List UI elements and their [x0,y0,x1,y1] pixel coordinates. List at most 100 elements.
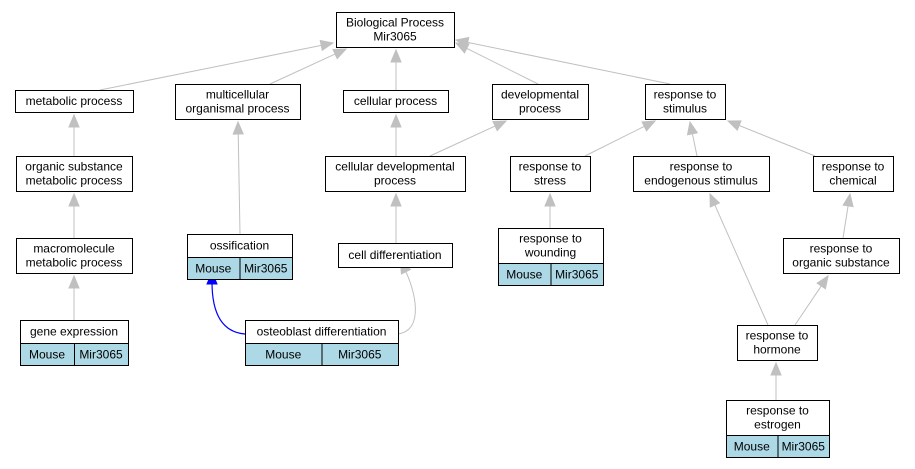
node-label-line: developmental [501,88,579,102]
arrow-head [641,120,657,132]
edge-response-to-wounding-to-response-to-stress [544,192,556,228]
edge-line [713,202,769,326]
edge-line [269,52,338,85]
edge-line [842,203,849,239]
node-label-line: wounding [524,246,576,260]
edge-osteoblast-differentiation-to-cell-differentiation [397,259,416,335]
node-label-line: response to [746,404,809,418]
node-cell [74,343,129,366]
node-box [343,90,449,113]
node-label-line: organic substance [792,256,890,270]
node-box [16,156,133,192]
node-label-line: ossification [210,239,269,253]
node-cell-label: Mouse [506,268,542,282]
node-box [633,156,770,192]
arrow-head [726,120,742,131]
edge-response-to-organic-substance-to-response-to-chemical [842,192,854,239]
node-box [726,400,830,436]
node-label-line: cell differentiation [348,248,441,262]
node-cell-label: Mir3065 [79,348,123,362]
node-metabolic-process[interactable]: metabolic process [15,90,134,113]
edge-response-to-endogenous-stimulus-to-response-to-stimulus [686,120,699,157]
node-box [498,228,604,264]
node-box [325,156,466,192]
edge-response-to-hormone-to-response-to-organic-substance [794,274,829,326]
edge-cell-differentiation-to-cellular-developmental-process [390,192,402,243]
node-label-line: stress [534,174,566,188]
node-label-line: response to [810,242,873,256]
node-box [510,156,591,192]
node-label-line: organic substance [25,160,123,174]
node-label-line: Biological Process [346,16,444,30]
edge-response-to-estrogen-to-response-to-hormone [770,361,782,400]
node-label-line: response to [746,329,809,343]
edge-cellular-developmental-process-to-cellular-process [390,113,402,156]
node-label-line: gene expression [30,325,118,339]
arrow-head [68,274,80,289]
edge-gene-expression-to-macromolecule-metabolic-process [68,274,80,320]
node-cell-label: Mir3065 [555,268,599,282]
edge-line [465,41,671,85]
edge-response-to-stress-to-response-to-stimulus [584,120,657,157]
node-label-line: macromolecule [33,242,115,256]
arrow-head [544,192,556,207]
node-cell-label: Mir3065 [338,348,382,362]
edge-ossification-to-multicellular-organismal-process [232,120,244,235]
edge-osteoblast-differentiation-to-ossification [206,270,246,335]
node-cellular-process[interactable]: cellular process [343,90,449,113]
edge-multicellular-organismal-process-to-biological-process [269,48,348,85]
edge-line [794,284,823,326]
node-label-line: response to [822,160,885,174]
edge-line [737,124,816,157]
node-box [16,238,133,274]
node-label-line: stimulus [663,102,707,116]
edge-line [99,44,324,91]
node-label-line: Mir3065 [373,30,417,44]
arrow-head [842,192,854,208]
edge-line [237,131,241,235]
node-label-line: endogenous stimulus [644,174,757,188]
node-box [338,243,453,268]
node-box [813,156,894,192]
edge-developmental-process-to-biological-process [454,42,539,85]
edge-line [211,281,246,335]
arrow-head [232,120,244,135]
node-label-line: multicellular [206,88,269,102]
node-label-line: metabolic process [26,256,123,270]
edge-response-to-hormone-to-response-to-endogenous-stimulus [709,192,769,326]
edge-cellular-developmental-process-to-developmental-process [429,120,508,157]
edge-line [691,131,698,157]
edge-macromolecule-metabolic-process-to-organic-substance-metabolic-process [68,192,80,238]
arrow-head [319,39,335,52]
arrow-head [492,120,508,132]
arrow-head [816,274,829,290]
arrow-head [770,361,782,376]
arrow-head [390,48,402,63]
node-cell-differentiation[interactable]: cell differentiation [338,243,453,268]
node-cell-label: Mouse [265,348,301,362]
edge-metabolic-process-to-biological-process [99,39,335,91]
arrow-head [454,36,470,49]
node-box [645,84,726,120]
node-label-line: organismal process [185,102,289,116]
node-box [336,12,455,48]
